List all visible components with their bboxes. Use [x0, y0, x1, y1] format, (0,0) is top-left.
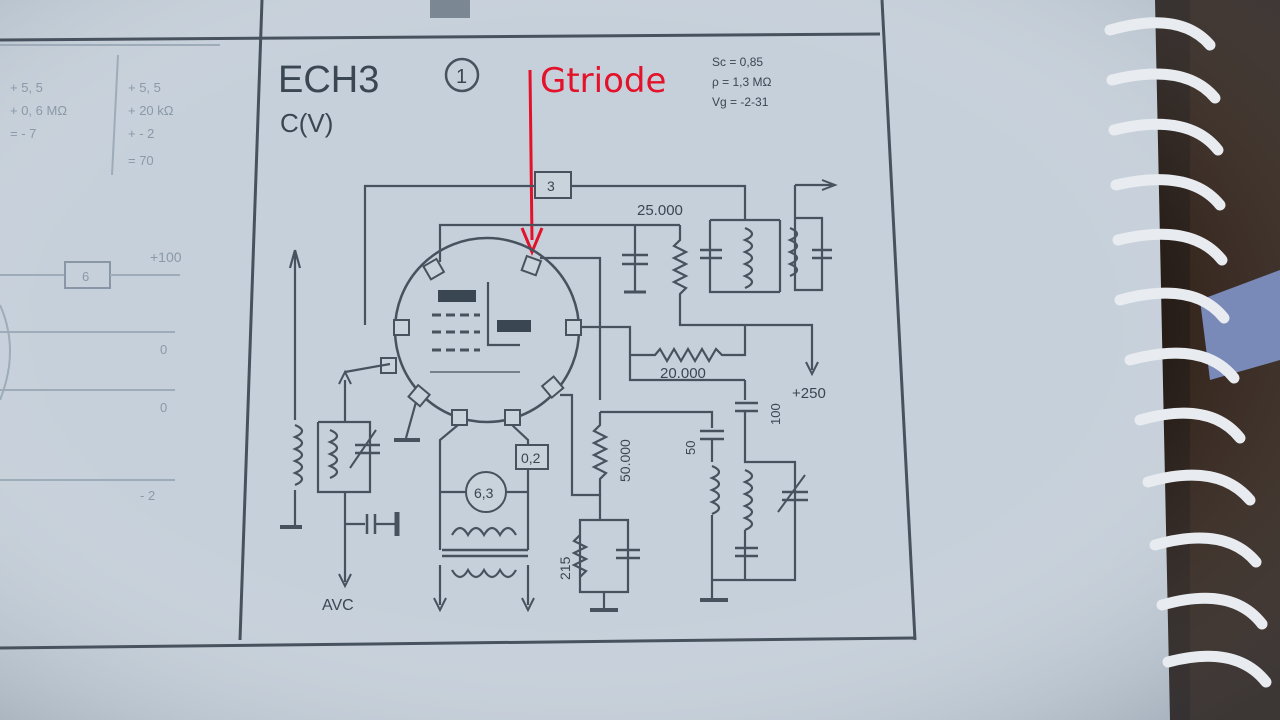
cap-100-label: 100 [768, 403, 783, 425]
tube-socket: C(V) [280, 108, 333, 138]
left-plus-label: +100 [150, 249, 182, 265]
left-row-2: 0 [160, 400, 167, 415]
spec-3: Vg = -2-31 [712, 95, 769, 109]
heater-current-label: 0,2 [521, 450, 541, 466]
circled-number-ring [444, 57, 480, 93]
box-3-label: 3 [547, 178, 555, 194]
circled-number: 1 [456, 66, 467, 88]
heater-voltage-label: 6,3 [474, 485, 494, 501]
schematic: 3 25.000 [280, 171, 838, 614]
resistor-mid-label: 20.000 [660, 365, 706, 382]
annotation-label: Gtriode [540, 61, 666, 101]
faint-right-1: + 5, 5 [128, 80, 161, 95]
left-row-3: - 2 [140, 488, 155, 503]
resistor-anode-label: 50.000 [617, 439, 633, 482]
faint-left-1: + 5, 5 [10, 80, 43, 95]
tube-triode-plate [497, 320, 531, 332]
tube-type: ECH3 [278, 59, 379, 101]
frame-lines [0, 0, 917, 650]
faint-left-2: + 0, 6 MΩ [10, 103, 67, 118]
spec-2: ρ = 1,3 MΩ [712, 75, 772, 89]
heater-voltage-circle [465, 471, 507, 513]
blue-strip [1200, 270, 1280, 380]
supply-label: +250 [792, 385, 826, 402]
left-box-label: 6 [82, 269, 89, 284]
faint-right-4: = 70 [128, 153, 154, 168]
annotation-arrow [520, 69, 544, 256]
faint-left-3: = - 7 [10, 126, 36, 141]
left-row-1: 0 [160, 342, 167, 357]
spiral-binding [1104, 17, 1272, 688]
spec-1: Sc = 0,85 [712, 55, 763, 69]
faint-right-2: + 20 kΩ [128, 103, 174, 118]
left-panel: + 5, 5 + 0, 6 MΩ = - 7 + 5, 5 + 20 kΩ + … [0, 44, 220, 503]
resistor-top-label: 25.000 [637, 202, 683, 219]
cap-50-label: 50 [683, 441, 698, 455]
tube-anode-plate [438, 290, 476, 302]
resistor-cathode-label: 215 [557, 556, 573, 580]
avc-label: AVC [322, 597, 354, 614]
heater-current-box [515, 444, 549, 470]
faint-right-3: + - 2 [128, 126, 154, 141]
